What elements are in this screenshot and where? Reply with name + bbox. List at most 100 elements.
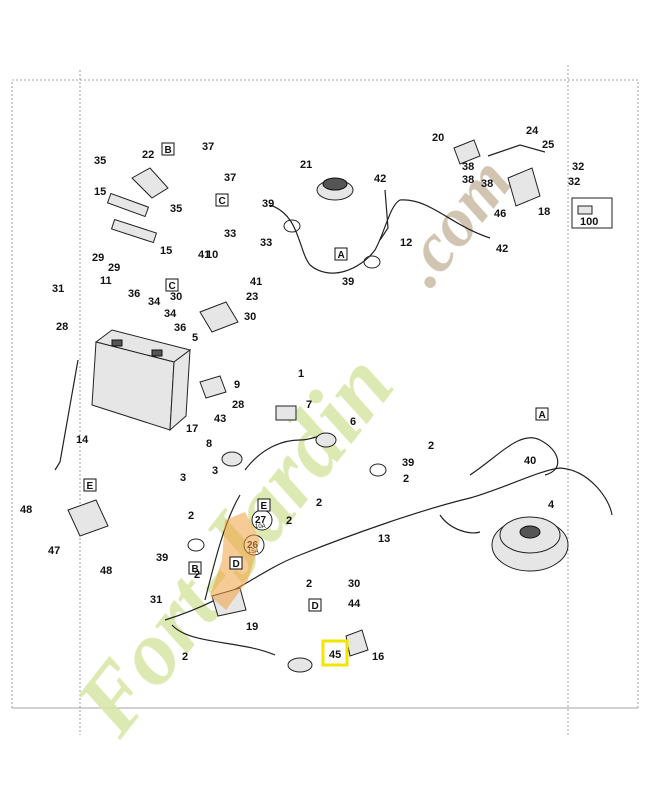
battery <box>91 329 192 432</box>
ref-letter-c: C <box>165 278 179 292</box>
callout-23: 23 <box>246 291 258 303</box>
callout-19: 19 <box>246 621 258 633</box>
callout-48: 48 <box>20 504 32 516</box>
callout-31: 31 <box>150 594 162 606</box>
module-18 <box>507 167 541 207</box>
callout-8: 8 <box>206 438 212 450</box>
battery-strap-rod <box>54 359 79 471</box>
clip-39c <box>369 463 387 477</box>
svg-text:A: A <box>338 250 345 261</box>
callout-4: 4 <box>548 499 555 511</box>
fuse-27-label: 27 <box>255 515 267 526</box>
relay-20 <box>453 139 481 165</box>
callout-46: 46 <box>494 208 506 220</box>
callout-3: 3 <box>212 465 218 477</box>
callout-11: 11 <box>100 275 112 287</box>
parts: 27 26 10A 15A <box>54 139 613 673</box>
callout-13: 13 <box>378 533 390 545</box>
callout-2: 2 <box>194 569 200 581</box>
part-6 <box>315 432 337 448</box>
bracket-22 <box>131 167 169 199</box>
callout-36: 36 <box>174 322 186 334</box>
callout-38: 38 <box>462 161 474 173</box>
callout-25: 25 <box>542 139 554 151</box>
key-switch <box>199 375 227 399</box>
ref-letter-d: D <box>229 556 243 570</box>
callout-30: 30 <box>244 311 256 323</box>
part-16 <box>345 629 369 657</box>
fuse-27-rating: 10A <box>255 524 266 530</box>
callout-34: 34 <box>148 296 161 308</box>
callout-37: 37 <box>224 172 236 184</box>
callout-24: 24 <box>526 125 539 137</box>
callout-21: 21 <box>300 159 312 171</box>
callout-2: 2 <box>316 497 322 509</box>
callout-39: 39 <box>342 276 354 288</box>
highlight-box-45 <box>321 639 349 667</box>
callout-48: 48 <box>100 565 112 577</box>
callout-2: 2 <box>403 473 409 485</box>
ref-letter-e: E <box>257 498 271 512</box>
pto-clutch <box>491 516 569 572</box>
ref-letter-a: A <box>535 407 549 421</box>
svg-text:B: B <box>192 564 199 575</box>
callout-7: 7 <box>306 399 312 411</box>
callout-30: 30 <box>348 578 360 590</box>
part-7 <box>275 405 297 421</box>
part-47 <box>67 499 109 537</box>
callout-32: 32 <box>568 176 580 188</box>
callout-38: 38 <box>481 178 493 190</box>
switch-5 <box>199 301 239 333</box>
callout-2: 2 <box>286 515 292 527</box>
callout-9: 9 <box>234 379 240 391</box>
callout-39: 39 <box>262 198 274 210</box>
callout-39: 39 <box>156 552 168 564</box>
callout-17: 17 <box>186 423 198 435</box>
wiring <box>164 189 613 656</box>
callout-33: 33 <box>224 228 236 240</box>
ref-letter-a: A <box>334 247 348 261</box>
callout-41: 41 <box>198 249 210 261</box>
rod-24 <box>487 144 546 157</box>
callout-10: 10 <box>206 249 218 261</box>
svg-text:C: C <box>219 196 226 207</box>
ref-letter-c: C <box>215 193 229 207</box>
callout-34: 34 <box>164 308 177 320</box>
ref-letter-b: B <box>161 142 175 156</box>
callout-22: 22 <box>142 149 154 161</box>
callout-3: 3 <box>180 472 186 484</box>
callout-20: 20 <box>432 132 444 144</box>
callout-30: 30 <box>170 291 182 303</box>
dotted-frame <box>11 65 639 735</box>
callout-2: 2 <box>428 440 434 452</box>
callout-2: 2 <box>306 578 312 590</box>
callout-45: 45 <box>329 649 341 661</box>
callout-42: 42 <box>374 173 386 185</box>
svg-text:B: B <box>165 145 172 156</box>
ref-letter-d: D <box>308 598 322 612</box>
callout-41: 41 <box>250 276 262 288</box>
callout-5: 5 <box>192 332 198 344</box>
callout-40: 40 <box>524 455 536 467</box>
plate-15 <box>106 192 150 218</box>
callout-47: 47 <box>48 545 60 557</box>
svg-text:A: A <box>539 410 546 421</box>
callout-18: 18 <box>538 206 550 218</box>
callout-15: 15 <box>94 186 106 198</box>
callout-29: 29 <box>92 252 104 264</box>
callout-32: 32 <box>572 161 584 173</box>
callout-42: 42 <box>496 243 508 255</box>
part-8 <box>221 451 243 467</box>
callout-35: 35 <box>170 203 182 215</box>
callout-6: 6 <box>350 416 356 428</box>
callout-28: 28 <box>232 399 244 411</box>
callout-31: 31 <box>52 283 64 295</box>
callout-16: 16 <box>372 651 384 663</box>
plate-15b <box>110 218 158 244</box>
callout-36: 36 <box>128 288 140 300</box>
callout-100: 100 <box>580 216 598 228</box>
callout-38: 38 <box>462 174 474 186</box>
callout-39: 39 <box>402 457 414 469</box>
